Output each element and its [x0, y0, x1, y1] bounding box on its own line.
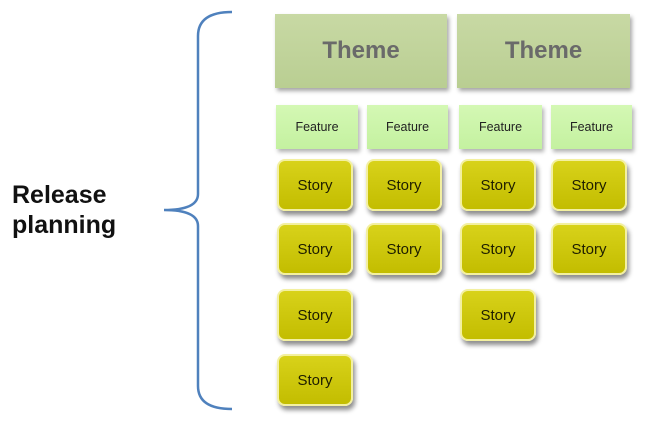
feature-label: Feature	[295, 120, 339, 134]
story-card: Story	[460, 223, 536, 275]
theme-label: Theme	[322, 37, 400, 64]
feature-label: Feature	[569, 120, 614, 134]
story-label: Story	[297, 371, 333, 389]
story-card: Story	[277, 289, 353, 341]
story-card: Story	[551, 223, 627, 275]
feature-label: Feature	[385, 120, 430, 134]
feature-box: Feature	[459, 105, 542, 149]
story-label: Story	[480, 240, 516, 258]
story-card: Story	[460, 159, 536, 211]
story-card: Story	[460, 289, 536, 341]
story-label: Story	[297, 240, 333, 258]
theme-box: Theme	[275, 14, 447, 88]
feature-box: Feature	[367, 105, 448, 149]
story-label: Story	[571, 240, 607, 258]
feature-box: Feature	[551, 105, 632, 149]
story-label: Story	[386, 176, 422, 194]
story-card: Story	[277, 159, 353, 211]
brace-path	[163, 10, 233, 411]
left-brace	[163, 10, 233, 411]
story-card: Story	[277, 223, 353, 275]
story-label: Story	[571, 176, 607, 194]
feature-label: Feature	[478, 120, 523, 134]
story-card: Story	[277, 354, 353, 406]
story-card: Story	[366, 159, 442, 211]
theme-box: Theme	[457, 14, 630, 88]
story-label: Story	[297, 176, 333, 194]
story-label: Story	[480, 176, 516, 194]
story-label: Story	[480, 306, 516, 324]
story-card: Story	[551, 159, 627, 211]
label-line-2: planning	[12, 211, 117, 239]
story-card: Story	[366, 223, 442, 275]
label-line-1: Release	[12, 181, 107, 209]
story-label: Story	[297, 306, 333, 324]
story-label: Story	[386, 240, 422, 258]
theme-label: Theme	[504, 37, 583, 64]
feature-box: Feature	[276, 105, 358, 149]
release-planning-label: Release planning	[12, 180, 162, 240]
